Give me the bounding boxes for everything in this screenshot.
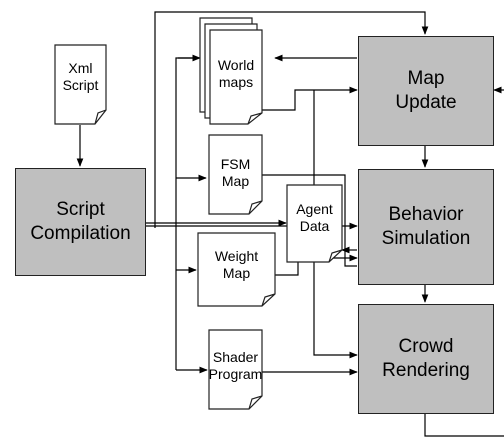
fsm-map-doc bbox=[208, 134, 263, 215]
arrow-top-loop-to-map-update bbox=[154, 11, 429, 228]
agent-data-doc bbox=[286, 184, 343, 263]
shader-program-label: Shader Program bbox=[208, 348, 263, 383]
behavior-simulation-box: Behavior Simulation bbox=[358, 169, 494, 285]
script-compilation-box: Script Compilation bbox=[15, 168, 146, 276]
crowd-rendering-box: Crowd Rendering bbox=[358, 304, 494, 414]
arrow-agent-data-to-crowd bbox=[313, 262, 358, 359]
shader-program-doc bbox=[208, 329, 263, 410]
fsm-map-label: FSM Map bbox=[220, 155, 251, 190]
arrow-world-maps-to-map-update bbox=[262, 86, 358, 111]
weight-map-doc bbox=[197, 232, 276, 307]
bus-to-documents bbox=[175, 57, 198, 224]
world-maps-label: World maps bbox=[217, 56, 255, 91]
xml-script-label: Xml Script bbox=[62, 59, 99, 94]
arrow-fsm-to-behavior bbox=[262, 174, 357, 267]
map-update-box: Map Update bbox=[358, 36, 494, 146]
agent-data-label: Agent Data bbox=[296, 200, 333, 235]
world-maps-doc-front bbox=[209, 29, 263, 125]
xml-script-doc bbox=[54, 44, 107, 125]
crowd-output-line bbox=[424, 414, 504, 437]
weight-map-label: Weight Map bbox=[214, 247, 259, 282]
